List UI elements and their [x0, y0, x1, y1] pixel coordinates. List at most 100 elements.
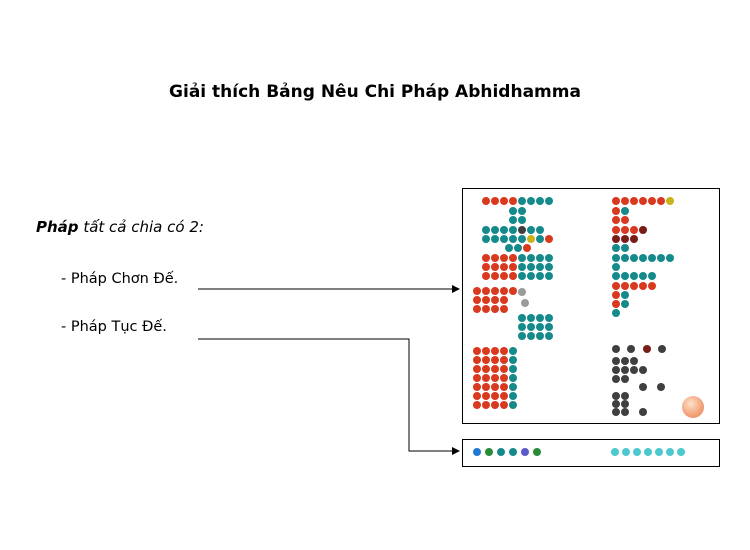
- citta-dot: [518, 263, 526, 271]
- dot: [612, 300, 620, 308]
- citta-dot: [473, 356, 481, 364]
- citta-dot: [482, 226, 490, 234]
- dot: [612, 392, 620, 400]
- citta-dot: [527, 314, 535, 322]
- dot: [639, 226, 647, 234]
- citta-dot: [527, 263, 535, 271]
- rupa-dot: [612, 366, 620, 374]
- citta-dot: [518, 272, 526, 280]
- pannatti-dot: [509, 448, 517, 456]
- citta-dot: [500, 365, 508, 373]
- dot: [666, 197, 674, 205]
- citta-dot: [482, 401, 490, 409]
- dot: [518, 288, 526, 296]
- citta-dot: [482, 263, 490, 271]
- citta-dot: [518, 314, 526, 322]
- cetasika-dot: [648, 254, 656, 262]
- tuc-de-dot-row: [462, 439, 720, 467]
- dot: [509, 216, 517, 224]
- cetasika-dot: [630, 282, 638, 290]
- nibbana-orb: [682, 396, 704, 418]
- dot: [621, 408, 629, 416]
- pannatti-dot: [622, 448, 630, 456]
- citta-dot: [545, 254, 553, 262]
- dot: [536, 226, 544, 234]
- pannatti-dot: [611, 448, 619, 456]
- dot: [612, 216, 620, 224]
- citta-dot: [536, 263, 544, 271]
- citta-dot: [491, 197, 499, 205]
- citta-dot: [509, 347, 517, 355]
- citta-dot: [473, 374, 481, 382]
- citta-dot: [500, 392, 508, 400]
- dot: [514, 244, 522, 252]
- citta-dot: [482, 365, 490, 373]
- dot: [621, 244, 629, 252]
- citta-dot: [491, 365, 499, 373]
- cetasika-dot: [630, 272, 638, 280]
- intro-rest: tất cả chia có 2:: [78, 218, 204, 236]
- rupa-dot: [639, 366, 647, 374]
- pannatti-dot: [521, 448, 529, 456]
- cetasika-dot: [612, 197, 620, 205]
- citta-dot: [491, 305, 499, 313]
- citta-dot: [500, 272, 508, 280]
- pannatti-dot: [677, 448, 685, 456]
- cetasika-dot: [621, 235, 629, 243]
- citta-dot: [527, 197, 535, 205]
- dot: [518, 207, 526, 215]
- citta-dot: [527, 272, 535, 280]
- citta-dot: [518, 254, 526, 262]
- citta-dot: [491, 401, 499, 409]
- citta-dot: [500, 305, 508, 313]
- pannatti-dot: [497, 448, 505, 456]
- citta-dot: [518, 235, 526, 243]
- citta-dot: [545, 323, 553, 331]
- citta-dot: [482, 392, 490, 400]
- citta-dot: [500, 401, 508, 409]
- cetasika-dot: [630, 235, 638, 243]
- cetasika-dot: [639, 272, 647, 280]
- citta-dot: [500, 287, 508, 295]
- dot: [612, 291, 620, 299]
- cetasika-dot: [612, 226, 620, 234]
- cetasika-dot: [612, 254, 620, 262]
- dot: [621, 216, 629, 224]
- cetasika-dot: [621, 272, 629, 280]
- dot: [536, 235, 544, 243]
- citta-dot: [536, 197, 544, 205]
- dot: [509, 287, 517, 295]
- citta-dot: [491, 226, 499, 234]
- citta-dot: [545, 197, 553, 205]
- cetasika-dot: [612, 235, 620, 243]
- citta-dot: [509, 374, 517, 382]
- citta-dot: [518, 197, 526, 205]
- citta-dot: [500, 374, 508, 382]
- citta-dot: [509, 401, 517, 409]
- pannatti-dot: [644, 448, 652, 456]
- citta-dot: [491, 383, 499, 391]
- dot: [612, 244, 620, 252]
- citta-dot: [482, 305, 490, 313]
- citta-dot: [500, 263, 508, 271]
- citta-dot: [536, 323, 544, 331]
- pannatti-dot: [655, 448, 663, 456]
- dot: [518, 226, 526, 234]
- citta-dot: [473, 296, 481, 304]
- dot: [639, 408, 647, 416]
- cetasika-dot: [657, 254, 665, 262]
- dot: [612, 408, 620, 416]
- citta-dot: [491, 263, 499, 271]
- citta-dot: [509, 235, 517, 243]
- pannatti-dot: [473, 448, 481, 456]
- citta-dot: [491, 392, 499, 400]
- rupa-dot: [621, 357, 629, 365]
- citta-dot: [482, 254, 490, 262]
- rupa-dot: [612, 357, 620, 365]
- citta-dot: [473, 347, 481, 355]
- dot: [527, 235, 535, 243]
- rupa-dot: [630, 357, 638, 365]
- cetasika-dot: [621, 226, 629, 234]
- dot: [627, 345, 635, 353]
- cetasika-dot: [639, 197, 647, 205]
